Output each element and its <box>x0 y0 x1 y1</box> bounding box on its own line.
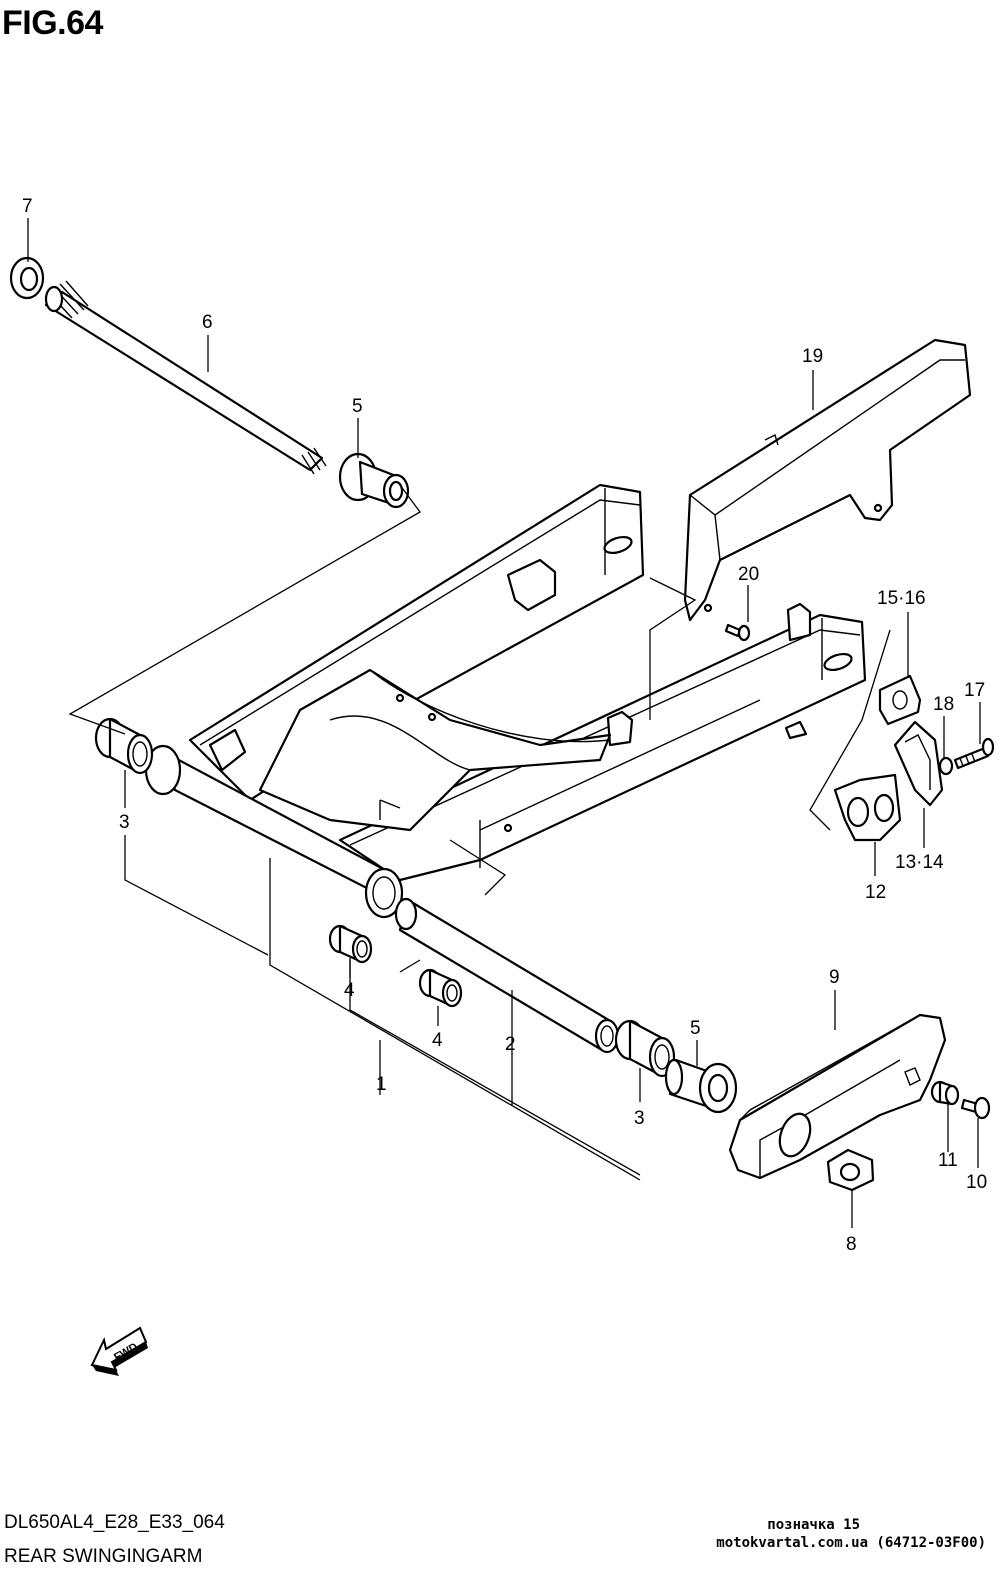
part-3-bearing-upper <box>94 717 154 775</box>
callout-20: 20 <box>738 564 759 585</box>
part-19-chain-cover <box>683 338 972 622</box>
part-20-screw <box>724 623 751 642</box>
part-5-bushing-upper <box>338 452 410 509</box>
part-6-pivot-shaft <box>44 280 327 475</box>
part-17-bolt <box>953 737 995 770</box>
callout-4b: 4 <box>432 1030 443 1051</box>
part-10-bolt <box>960 1096 991 1120</box>
fwd-arrow-icon: FWD <box>90 1326 148 1376</box>
callout-7: 7 <box>22 196 33 217</box>
part-5-bushing-lower <box>664 1058 738 1114</box>
part-18-washer <box>938 756 954 776</box>
part-3-bearing-lower <box>614 1019 676 1078</box>
callout-17: 17 <box>964 680 985 701</box>
section-name: REAR SWINGINGARM <box>4 1546 203 1567</box>
part-7-nut <box>9 256 45 300</box>
callout-3-upper: 3 <box>119 812 130 833</box>
callout-2: 2 <box>505 1034 516 1055</box>
part-12-guide <box>833 773 902 842</box>
callout-18: 18 <box>933 694 954 715</box>
callout-6: 6 <box>202 312 213 333</box>
callout-4a: 4 <box>344 980 355 1001</box>
callout-5-lower: 5 <box>690 1018 701 1039</box>
callout-12: 12 <box>865 882 886 903</box>
leader-lines <box>27 218 981 1228</box>
callout-13-14: 13·14 <box>895 852 944 873</box>
part-4-needle-bearing-a <box>328 924 373 964</box>
callouts: 7 6 5 19 20 15·16 18 17 3 13·14 12 9 4 4… <box>22 196 987 1255</box>
callout-9: 9 <box>829 967 840 988</box>
part-2-spacer-tube <box>394 897 620 1054</box>
watermark-line1: позначка 15 <box>767 1517 860 1533</box>
callout-15-16: 15·16 <box>877 588 926 609</box>
part-8-nut <box>826 1148 875 1192</box>
callout-1: 1 <box>376 1074 387 1095</box>
watermark-line2: motokvartal.com.ua (64712-03F00) <box>716 1535 986 1551</box>
reference-lines <box>68 484 891 1181</box>
model-code: DL650AL4_E28_E33_064 <box>4 1512 225 1533</box>
part-1-swingarm <box>144 483 867 919</box>
figure-title: FIG.64 <box>2 4 103 42</box>
callout-10: 10 <box>966 1172 987 1193</box>
part-13-14-slider <box>893 720 944 807</box>
callout-11: 11 <box>938 1150 958 1171</box>
part-15-16-plate <box>878 674 922 726</box>
callout-5-upper: 5 <box>352 396 363 417</box>
callout-8: 8 <box>846 1234 857 1255</box>
part-4-needle-bearing-b <box>418 968 463 1008</box>
part-11-collar <box>930 1080 960 1106</box>
callout-3-lower: 3 <box>634 1108 645 1129</box>
part-9-chain-case <box>728 1013 947 1180</box>
callout-19: 19 <box>802 346 823 367</box>
